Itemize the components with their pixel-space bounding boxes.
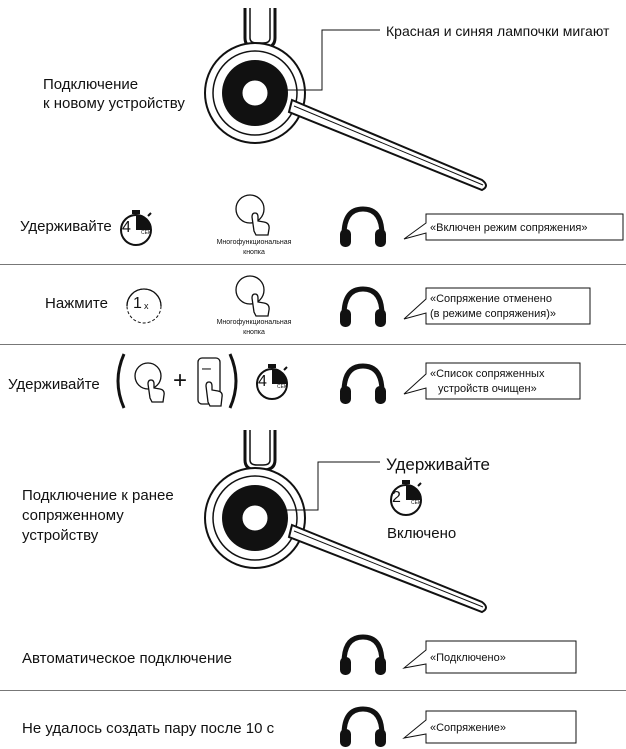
headphones-icon <box>340 706 386 747</box>
row2-message-line1: «Сопряжение отменено <box>430 293 552 305</box>
section2-timer-number: 2 <box>392 489 401 506</box>
row2-button-label-2: кнопка <box>243 329 265 336</box>
auto-connect-message: «Подключено» <box>430 652 506 664</box>
row2-count-unit: x <box>144 301 149 311</box>
section2-label-line1: Подключение к ранее <box>22 487 174 504</box>
section2-action: Удерживайте <box>386 455 491 474</box>
row3-message-line2: устройств очищен» <box>438 383 537 395</box>
speech-bubble <box>402 640 577 674</box>
row3-action: Удерживайте <box>8 376 100 393</box>
section1-label-line2: к новому устройству <box>43 95 185 112</box>
headphones-icon <box>340 286 386 327</box>
pair-failed-label: Не удалось создать пару после 10 с <box>22 720 275 737</box>
headphones-icon <box>340 363 386 404</box>
row3-timer-unit: СЕК <box>277 384 287 390</box>
headphones-icon <box>340 206 386 247</box>
section2-timer-unit: СЕК <box>411 500 421 506</box>
led-callout-text: Красная и синяя лампочки мигают <box>386 23 610 39</box>
divider <box>0 690 626 691</box>
headset-icon <box>204 8 487 192</box>
section2-label-line3: устройству <box>22 527 99 544</box>
bracket-group-icon <box>116 353 238 409</box>
finger-press-icon <box>235 194 270 236</box>
speech-bubble <box>402 710 577 744</box>
headphones-icon <box>340 634 386 675</box>
divider <box>0 344 626 345</box>
stopwatch-icon <box>256 364 288 400</box>
row1-message: «Включен режим сопряжения» <box>430 222 588 234</box>
section2-label-line2: сопряженному <box>22 507 124 524</box>
auto-connect-label: Автоматическое подключение <box>22 650 232 667</box>
section2-state: Включено <box>387 525 457 542</box>
row3-timer-number: 4 <box>258 373 267 390</box>
row1-button-label-2: кнопка <box>243 249 265 256</box>
row2-message-line2: (в режиме сопряжения)» <box>430 308 556 320</box>
row1-action: Удерживайте <box>20 218 112 235</box>
finger-press-icon <box>235 275 270 317</box>
row3-message-line1: «Список сопряженных <box>430 368 545 380</box>
row1-timer-number: 4 <box>122 219 131 236</box>
speech-bubble <box>403 287 591 325</box>
section1-label-line1: Подключение <box>43 76 139 93</box>
stopwatch-icon <box>390 480 422 516</box>
speech-bubble <box>403 362 581 400</box>
headset-icon <box>204 430 487 614</box>
row2-count-number: 1 <box>133 295 142 312</box>
stopwatch-icon <box>120 210 152 246</box>
row2-action: Нажмите <box>45 295 108 312</box>
row1-button-label-1: Многофункциональная <box>216 239 292 246</box>
divider <box>0 264 626 265</box>
plus-sign: + <box>173 367 188 394</box>
row2-button-label-1: Многофункциональная <box>216 319 292 326</box>
minus-sign: – <box>202 360 211 377</box>
row1-timer-unit: СЕК <box>141 230 151 236</box>
press-count-icon <box>126 288 162 324</box>
pair-failed-message: «Сопряжение» <box>430 722 507 734</box>
speech-bubble <box>403 213 624 241</box>
